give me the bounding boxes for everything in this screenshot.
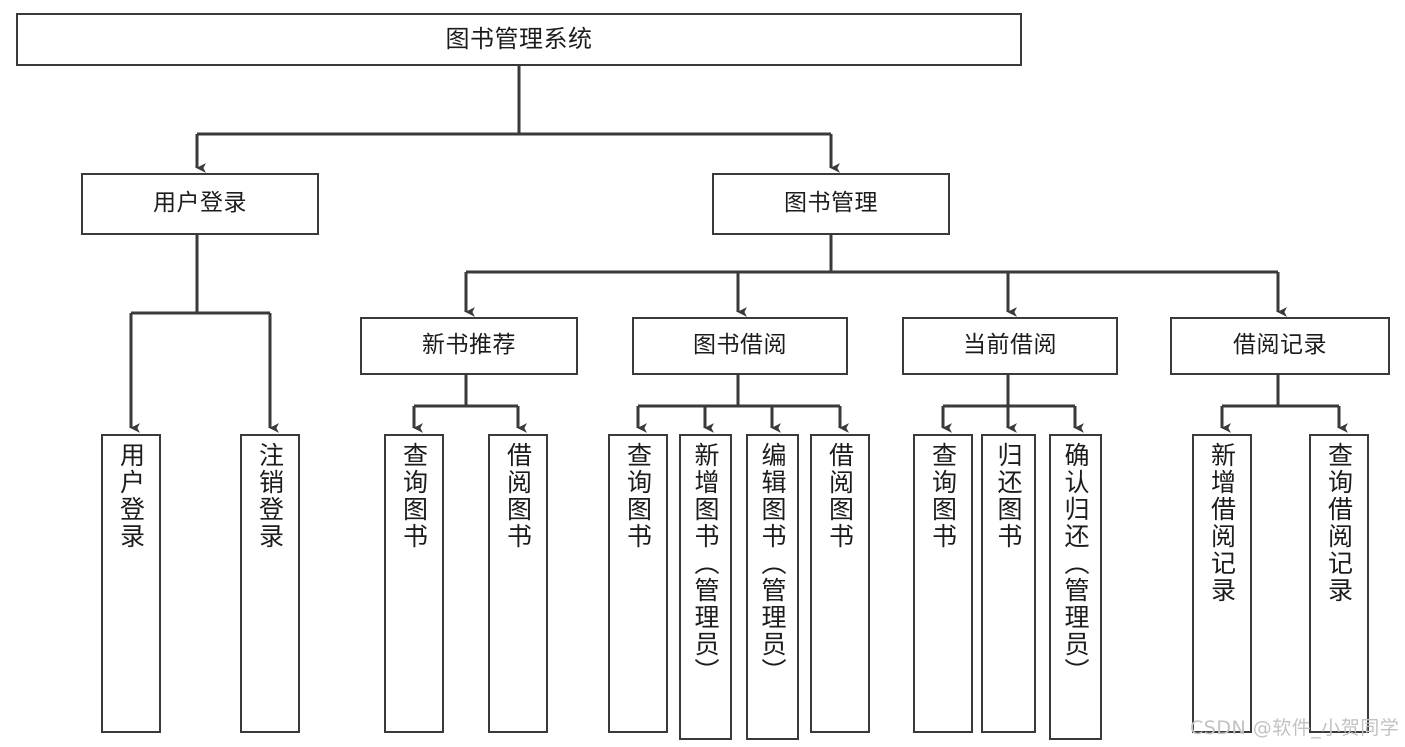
node-label: 借阅记录	[1233, 332, 1327, 359]
node-label: 用户登录	[153, 190, 247, 217]
leaf-current-borrow-query[interactable]: 查询图书	[913, 434, 973, 733]
leaf-book-borrow-query[interactable]: 查询图书	[608, 434, 668, 733]
leaf-user-login-signin[interactable]: 用户登录	[101, 434, 161, 733]
node-label: 图书管理	[784, 190, 878, 217]
node-current-borrow[interactable]: 当前借阅	[902, 317, 1118, 375]
node-label: 新书推荐	[422, 332, 516, 359]
leaf-book-borrow-add[interactable]: 新增图书（管理员）	[679, 434, 732, 740]
node-label: 查询图书	[623, 442, 653, 550]
node-book-borrow[interactable]: 图书借阅	[632, 317, 848, 375]
leaf-new-book-query[interactable]: 查询图书	[384, 434, 444, 733]
node-user-login[interactable]: 用户登录	[81, 173, 319, 235]
node-label: 查询图书	[399, 442, 429, 550]
node-label: 注销登录	[255, 442, 285, 550]
node-borrow-record[interactable]: 借阅记录	[1170, 317, 1390, 375]
node-new-book-recommend[interactable]: 新书推荐	[360, 317, 578, 375]
leaf-user-login-signout[interactable]: 注销登录	[240, 434, 300, 733]
node-label: 借阅图书	[503, 442, 533, 550]
node-label: 编辑图书（管理员）	[758, 442, 787, 685]
node-label: 确认归还（管理员）	[1061, 442, 1090, 685]
leaf-borrow-record-query[interactable]: 查询借阅记录	[1309, 434, 1369, 733]
node-label: 用户登录	[116, 442, 146, 550]
leaf-new-book-borrow[interactable]: 借阅图书	[488, 434, 548, 733]
node-label: 查询借阅记录	[1324, 442, 1354, 604]
leaf-book-borrow-edit[interactable]: 编辑图书（管理员）	[746, 434, 799, 740]
node-root-system[interactable]: 图书管理系统	[16, 13, 1022, 66]
node-label: 图书管理系统	[445, 25, 593, 54]
node-label: 图书借阅	[693, 332, 787, 359]
node-label: 借阅图书	[825, 442, 855, 550]
leaf-borrow-record-add[interactable]: 新增借阅记录	[1192, 434, 1252, 733]
node-book-management[interactable]: 图书管理	[712, 173, 950, 235]
node-label: 新增图书（管理员）	[691, 442, 720, 685]
node-label: 当前借阅	[963, 332, 1057, 359]
node-label: 查询图书	[928, 442, 958, 550]
leaf-book-borrow-borrow[interactable]: 借阅图书	[810, 434, 870, 733]
csdn-watermark: CSDN @软件_小贺同学	[1190, 717, 1400, 739]
leaf-current-borrow-confirm[interactable]: 确认归还（管理员）	[1049, 434, 1102, 740]
node-label: 新增借阅记录	[1207, 442, 1237, 604]
leaf-current-borrow-return[interactable]: 归还图书	[981, 434, 1036, 733]
node-label: 归还图书	[994, 442, 1023, 550]
